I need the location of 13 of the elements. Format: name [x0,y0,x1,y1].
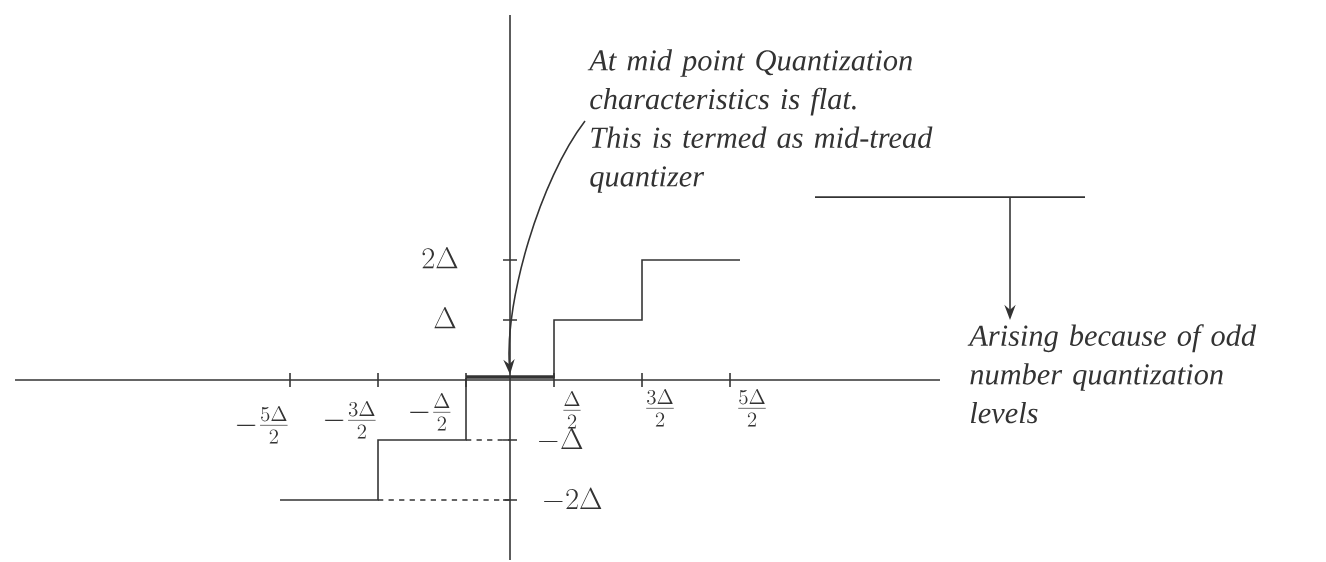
tick-label: $\frac{\Delta}{2}$ [563,390,581,429]
tick-label: $-\frac{\Delta}{2}$ [410,392,451,431]
tick-label: $-\Delta$ [539,427,583,450]
tick-label: $2\Delta$ [422,246,458,269]
tick-label: $\frac{5\Delta}{2}$ [738,388,766,427]
step-segment [466,375,554,379]
tick-label: $\Delta$ [434,306,456,329]
annotation-text: Arising because of odd number quantization levels [967,324,1257,424]
tick-label: $-\frac{5\Delta}{2}$ [236,405,288,444]
tick-label: $-2\Delta$ [544,487,602,510]
tick-label: $\frac{3\Delta}{2}$ [646,388,674,427]
annotation-text: At mid point Quantization characteristics is flat. This is termed as mid-tread quantizer [587,49,933,193]
tick-label: $-\frac{3\Delta}{2}$ [324,400,376,439]
